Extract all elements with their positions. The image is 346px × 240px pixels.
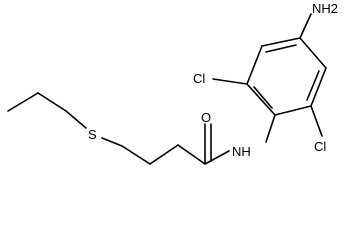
- bond-ring-cl-top: [212, 78, 248, 85]
- ring-double-3: [306, 70, 320, 101]
- bond-c3-s: [65, 110, 87, 129]
- amino-group-label: NH2: [312, 1, 338, 16]
- bond-n-ring: [265, 114, 276, 143]
- bond-c2-c3: [37, 92, 67, 112]
- ring-double-2: [265, 44, 297, 53]
- bond-s-c4: [101, 137, 123, 147]
- bond-ring-nh2: [299, 13, 312, 39]
- ring-bond-3: [261, 37, 301, 47]
- ring-bond-1: [246, 83, 276, 116]
- bond-c5-c6: [149, 144, 179, 165]
- molecule-drawing: S NH O Cl Cl NH2: [7, 1, 338, 165]
- ring-bond-6: [274, 105, 312, 116]
- bond-ring-cl-bottom: [310, 105, 323, 137]
- ring-double-1: [253, 86, 273, 109]
- ring-bond-2: [246, 45, 263, 85]
- sulfur-atom-label: S: [88, 127, 97, 142]
- bond-c1-c2: [7, 92, 39, 112]
- bond-c4-c5: [121, 145, 151, 165]
- oxygen-atom-label: O: [201, 110, 211, 125]
- ring-bond-4: [299, 37, 327, 69]
- ring-bond-5: [310, 67, 327, 107]
- amide-nh-label: NH: [232, 144, 251, 159]
- bond-c7-n: [204, 150, 230, 165]
- structure-diagram: S NH O Cl Cl NH2: [7, 1, 338, 165]
- chlorine-top-label: Cl: [193, 71, 205, 86]
- chlorine-bottom-label: Cl: [314, 139, 326, 154]
- bond-c6-c7: [177, 144, 206, 165]
